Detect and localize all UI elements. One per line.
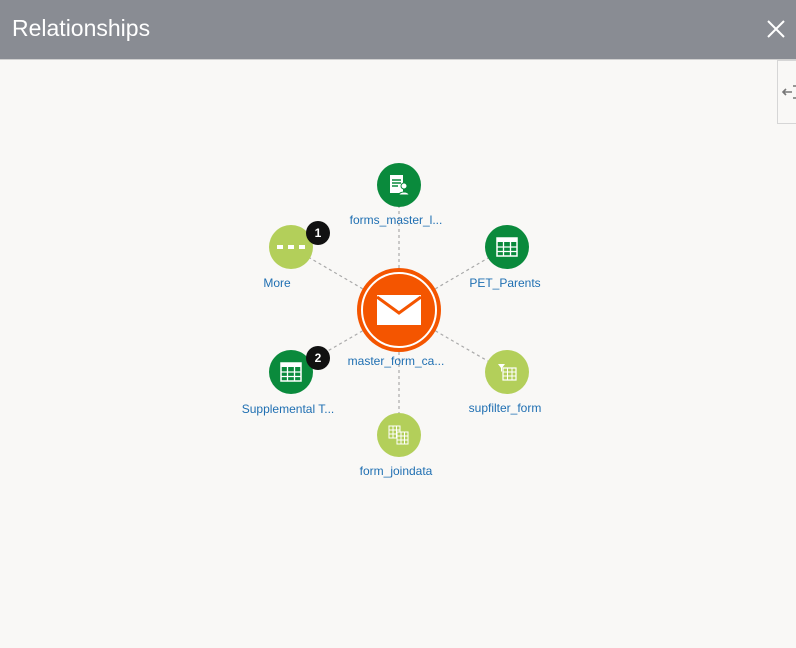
node-label[interactable]: Supplemental T...	[241, 402, 335, 416]
panel-toggle-icon	[781, 85, 796, 99]
node-forms-master[interactable]	[377, 163, 421, 207]
joined-tables-icon	[388, 425, 409, 445]
count-badge: 2	[306, 346, 330, 370]
node-label[interactable]: form_joindata	[359, 464, 433, 478]
dialog-title: Relationships	[12, 15, 151, 41]
node-label[interactable]: supfilter_form	[468, 401, 542, 415]
node-supfilter-form[interactable]	[485, 350, 529, 394]
node-label[interactable]: More	[263, 276, 291, 290]
more-icon	[277, 245, 305, 249]
node-supplemental[interactable]	[269, 350, 313, 394]
close-icon[interactable]	[765, 18, 787, 40]
node-label[interactable]: PET_Parents	[469, 276, 541, 290]
node-pet-parents[interactable]	[485, 225, 529, 269]
node-more[interactable]	[269, 225, 313, 269]
filter-table-icon	[498, 364, 517, 381]
dialog-header: Relationships	[0, 0, 796, 60]
document-user-icon	[390, 175, 410, 196]
expand-panel-button[interactable]	[777, 60, 796, 124]
count-badge: 1	[306, 221, 330, 245]
node-label[interactable]: forms_master_l...	[349, 213, 443, 227]
table-icon	[280, 362, 302, 382]
center-node-label[interactable]: master_form_ca...	[347, 354, 445, 368]
table-icon	[496, 237, 518, 257]
node-form-joindata[interactable]	[377, 413, 421, 457]
center-node[interactable]	[357, 268, 441, 352]
